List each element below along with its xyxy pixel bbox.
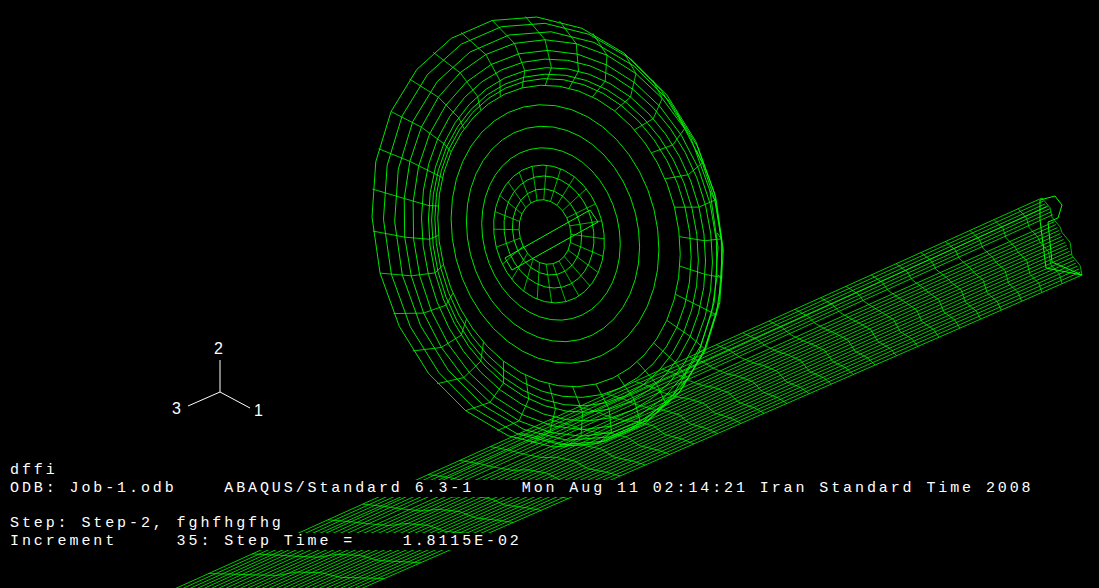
info-text: Increment 35: Step Time = 1.8115E-02 <box>10 533 522 550</box>
info-text: ODB: Job-1.odb ABAQUS/Standard 6.3-1 Mon… <box>10 480 1034 497</box>
axis-label: 1 <box>254 402 263 419</box>
info-text: dffi <box>10 462 58 479</box>
axis-triad <box>188 360 250 408</box>
rail-mesh <box>150 196 1082 588</box>
axis-label: 3 <box>172 400 181 417</box>
info-text: Step: Step-2, fghfhgfhg <box>10 515 284 532</box>
wheel-mesh <box>372 17 723 448</box>
axis-label: 2 <box>214 340 223 357</box>
